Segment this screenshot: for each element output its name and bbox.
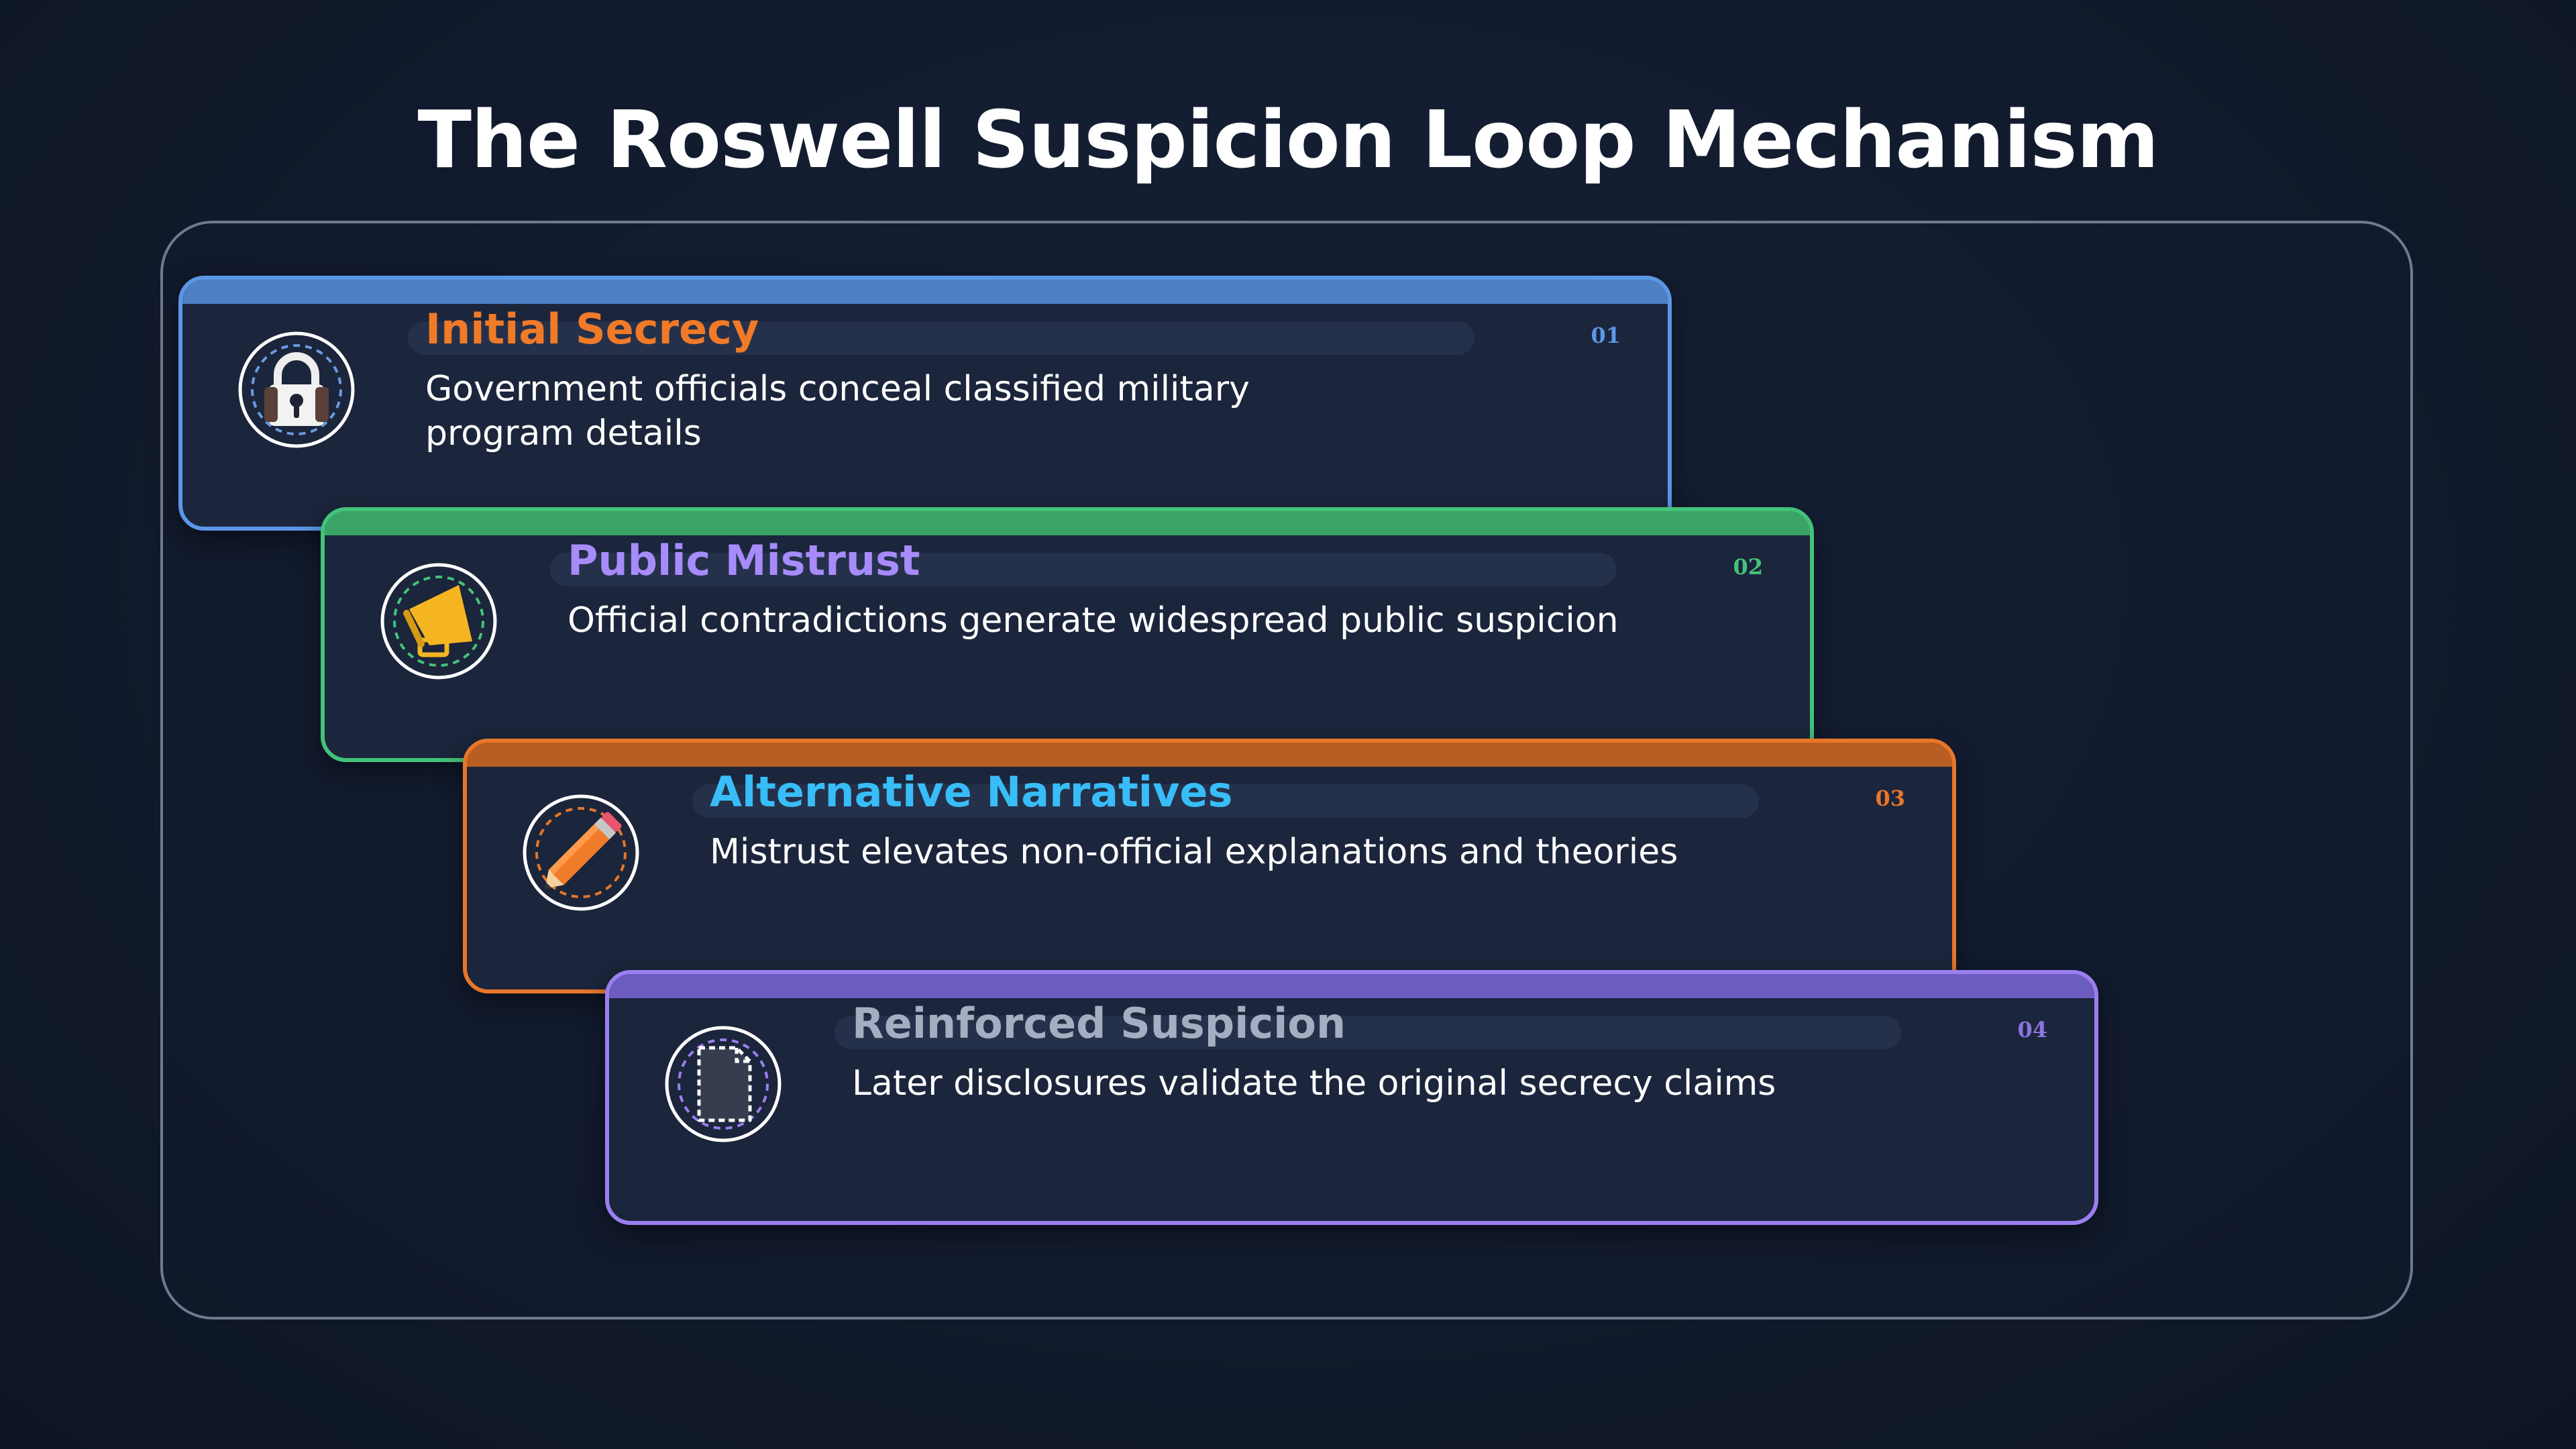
- step-title: Initial Secrecy: [425, 305, 759, 354]
- step-description: Later disclosures validate the original …: [852, 1063, 1776, 1104]
- padlock-icon: [237, 331, 356, 449]
- step-number: 03: [1875, 786, 1905, 811]
- document-icon: [664, 1025, 782, 1143]
- pencil-icon: [522, 794, 640, 912]
- step-card-public-mistrust: 02 Public Mistrust Official contradictio…: [321, 507, 1814, 762]
- step-card-initial-secrecy: 01 Initial Secrecy Government officials …: [178, 276, 1672, 531]
- title-track: [835, 1016, 1901, 1049]
- card-header-bar: [325, 511, 1810, 535]
- megaphone-icon: [380, 562, 498, 680]
- page-title: The Roswell Suspicion Loop Mechanism: [417, 93, 2159, 186]
- step-description: Government officials conceal classified …: [425, 369, 1250, 453]
- step-title: Public Mistrust: [568, 536, 920, 585]
- step-description: Mistrust elevates non-official explanati…: [710, 832, 1678, 872]
- title-track: [692, 784, 1759, 818]
- step-card-reinforced-suspicion: 04 Reinforced Suspicion Later disclosure…: [605, 970, 2098, 1225]
- step-title: Alternative Narratives: [710, 767, 1233, 816]
- step-number: 02: [1733, 554, 1763, 580]
- title-track: [550, 553, 1617, 586]
- card-header-bar: [609, 974, 2094, 998]
- title-track: [408, 321, 1474, 355]
- step-title: Reinforced Suspicion: [852, 999, 1346, 1048]
- card-header-bar: [182, 280, 1668, 304]
- step-number: 04: [2017, 1017, 2047, 1042]
- card-header-bar: [467, 743, 1952, 767]
- step-number: 01: [1591, 323, 1621, 348]
- step-card-alternative-narratives: 03 Alternative Narratives Mistrust eleva…: [463, 739, 1956, 994]
- step-description: Official contradictions generate widespr…: [568, 600, 1619, 641]
